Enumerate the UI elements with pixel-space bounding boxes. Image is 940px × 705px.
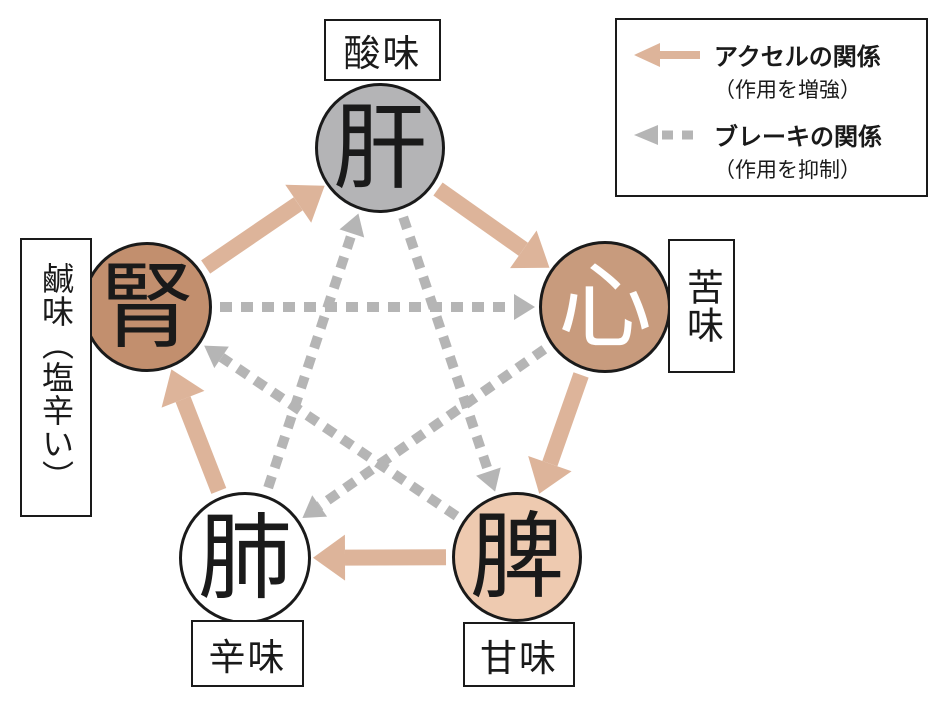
accel-arrow-hi-hai [312,534,447,581]
node-heart: 心 [539,241,671,373]
node-lung: 肺 [179,492,311,624]
node-heart-label: 心 [557,254,652,359]
node-spleen: 脾 [452,492,582,622]
brake-arrow-jin-shin [220,294,535,320]
node-spleen-label: 脾 [469,504,564,609]
brake-arrow-hai-gan [263,213,365,490]
node-lung-label: 肺 [197,505,292,610]
brake-label: ブレーキの関係 [714,124,882,151]
taste-label-lung-pungent: 辛味 [191,620,304,687]
accelerator-arrow-icon [634,42,700,67]
accel-arrow-hai-jin [161,369,227,494]
node-kidney-label: 腎 [99,254,194,359]
node-liver: 肝 [315,83,445,213]
legend-entry-accelerator: アクセルの関係 （作用を増強） [632,37,918,104]
brake-arrow-hi-jin [204,345,460,521]
node-kidney: 腎 [82,242,212,372]
accelerator-sublabel: （作用を増強） [714,79,861,102]
accelerator-label: アクセルの関係 [714,44,881,71]
legend-entry-brake: ブレーキの関係 （作用を抑制） [632,117,918,184]
brake-sublabel: （作用を抑制） [714,159,861,182]
accel-arrow-gan-shin [433,182,550,269]
node-liver-label: 肝 [332,95,427,200]
accel-arrow-shin-hi [528,372,589,494]
brake-arrow-gan-hi [398,215,501,492]
taste-label-spleen-sweet: 甘味 [463,622,575,687]
brake-arrow-icon [634,124,700,145]
brake-arrow-shin-hai [302,345,548,518]
accel-arrow-jin-gan [201,184,325,274]
taste-label-liver-sour: 酸味 [324,19,441,81]
taste-label-heart-bitter: 苦味 [668,239,735,373]
legend: アクセルの関係 （作用を増強） ブレーキの関係 （作用を抑制） [615,18,928,197]
taste-label-kidney-salty: 鹹味（塩辛い） [20,238,92,517]
